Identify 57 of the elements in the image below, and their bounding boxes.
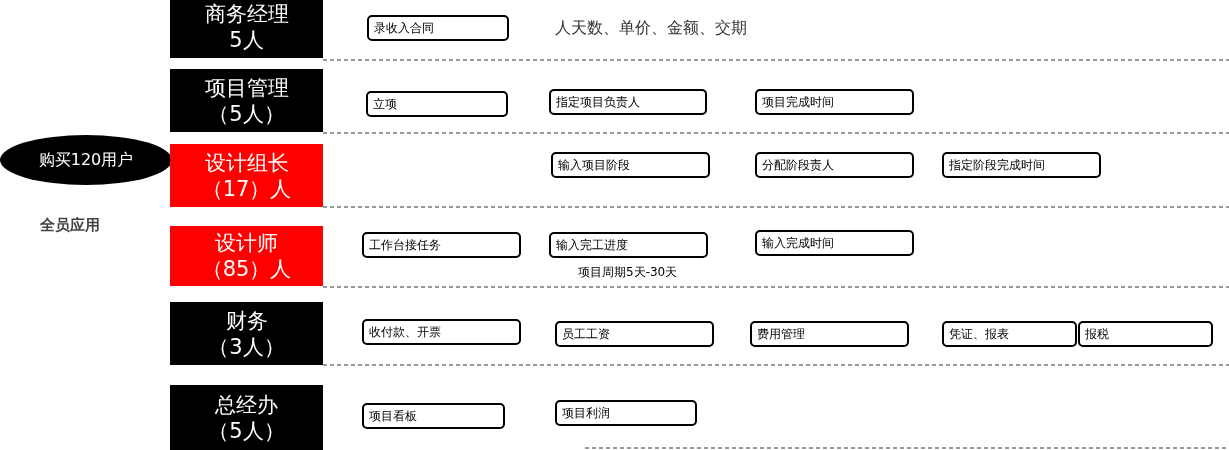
task-box	[551, 152, 710, 178]
role-label: 总经办	[215, 391, 278, 418]
task-box	[362, 403, 505, 429]
note-text: 项目周期5天-30天	[578, 264, 678, 281]
role-label: （17）人	[201, 175, 292, 202]
task-label: 分配阶段责人	[762, 156, 834, 174]
task-box	[750, 321, 909, 347]
role-label: 设计组长	[204, 149, 289, 176]
group-label: 全员应用	[40, 216, 100, 235]
task-label: 立项	[373, 95, 397, 113]
task-label: 凭证、报表	[949, 325, 1009, 343]
task-box	[362, 232, 521, 258]
role-box	[170, 385, 323, 450]
task-box	[549, 232, 708, 258]
task-box	[549, 89, 707, 115]
task-label: 输入完工进度	[556, 236, 628, 254]
role-label: （3人）	[208, 333, 285, 360]
task-label: 输入完成时间	[762, 234, 834, 252]
role-label: （5人）	[208, 417, 285, 444]
task-label: 项目看板	[369, 407, 417, 425]
task-box	[1078, 321, 1213, 347]
task-box	[362, 319, 521, 345]
task-label: 指定项目负责人	[556, 93, 640, 111]
task-label: 项目完成时间	[762, 93, 834, 111]
role-label: 5人	[229, 26, 264, 53]
task-box	[555, 321, 714, 347]
note-text: 人天数、单价、金额、交期	[555, 18, 747, 39]
role-label: 财务	[225, 307, 268, 334]
task-label: 输入项目阶段	[558, 156, 630, 174]
task-label: 费用管理	[757, 325, 805, 343]
role-box	[170, 69, 323, 132]
user-count-ellipse	[0, 135, 172, 185]
task-box	[366, 91, 508, 117]
task-box	[555, 400, 697, 426]
task-box	[755, 89, 914, 115]
role-box	[170, 0, 323, 58]
task-label: 员工工资	[562, 325, 610, 343]
role-box	[170, 144, 323, 207]
task-box	[755, 152, 914, 178]
task-box	[942, 152, 1101, 178]
role-label: （85）人	[201, 256, 292, 282]
task-box	[755, 230, 914, 256]
role-label: 设计师	[215, 230, 278, 256]
role-label: （5人）	[208, 100, 285, 127]
task-box	[942, 321, 1077, 347]
task-label: 项目利润	[562, 404, 610, 422]
role-box	[170, 226, 323, 286]
task-label: 报税	[1085, 325, 1109, 343]
role-label: 项目管理	[204, 74, 289, 101]
role-label: 商务经理	[204, 0, 289, 27]
task-label: 指定阶段完成时间	[949, 156, 1045, 174]
task-label: 收付款、开票	[369, 323, 441, 341]
task-label: 录收入合同	[374, 19, 434, 37]
task-label: 工作台接任务	[369, 236, 441, 254]
task-box	[367, 15, 509, 41]
user-count-text: 购买120用户	[38, 149, 134, 171]
role-box	[170, 302, 323, 365]
